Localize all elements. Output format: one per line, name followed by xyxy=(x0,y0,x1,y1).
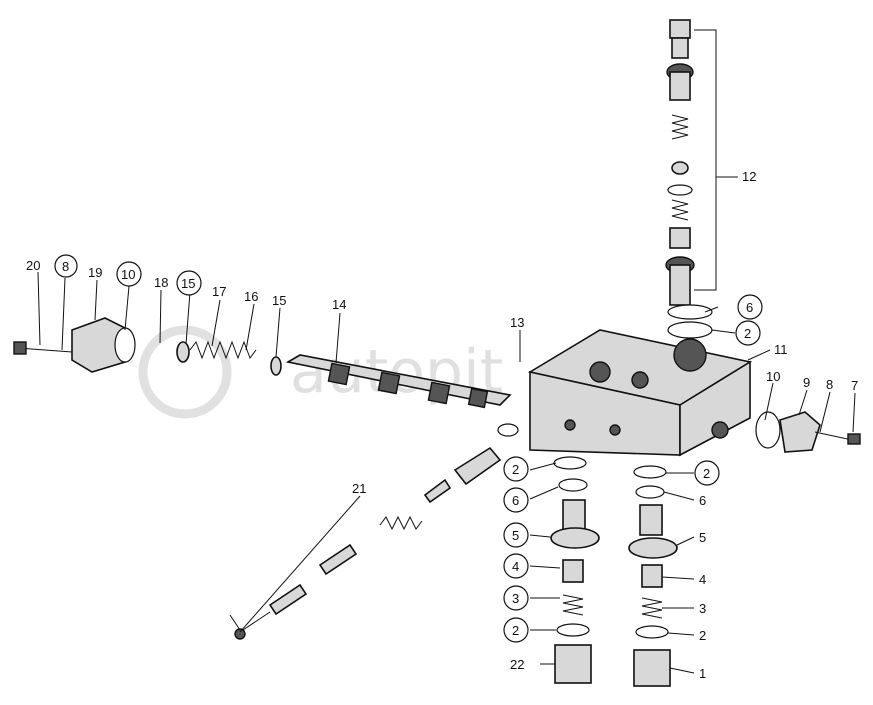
callout-4-circled-left: 4 xyxy=(503,553,529,579)
callout-14: 14 xyxy=(332,297,346,312)
callout-text: 13 xyxy=(510,315,524,330)
callout-5-circled-left: 5 xyxy=(503,522,529,548)
callout-text: 8 xyxy=(62,259,69,274)
callouts: 20 8 19 10 18 15 17 16 15 14 13 12 6 2 1… xyxy=(26,169,858,681)
callout-text: 4 xyxy=(512,559,519,574)
callout-text: 2 xyxy=(744,326,751,341)
callout-text: 3 xyxy=(512,591,519,606)
callout-8-circled: 8 xyxy=(54,254,78,278)
callout-15: 15 xyxy=(272,293,286,308)
callout-2-circled-left-b: 2 xyxy=(503,617,529,643)
callout-15-circled: 15 xyxy=(176,270,202,296)
callout-text: 1 xyxy=(699,666,706,681)
callout-2-circled-left-a: 2 xyxy=(503,456,529,482)
callout-text: 2 xyxy=(512,462,519,477)
callout-text: 9 xyxy=(803,375,810,390)
callout-text: 11 xyxy=(774,342,788,357)
callout-text: 2 xyxy=(703,466,710,481)
callout-text: 7 xyxy=(851,378,858,393)
vertical-stack-12 xyxy=(665,19,717,339)
callout-16: 16 xyxy=(244,289,258,304)
watermark: autopit xyxy=(138,325,503,419)
spring-17 xyxy=(176,340,282,376)
callout-text: 2 xyxy=(512,623,519,638)
leader-lines xyxy=(37,271,856,674)
callout-17: 17 xyxy=(212,284,226,299)
callout-text: 2 xyxy=(699,628,706,643)
callout-text: 15 xyxy=(181,276,195,291)
callout-text: 6 xyxy=(512,493,519,508)
callout-text: 6 xyxy=(699,493,706,508)
callout-19: 19 xyxy=(88,265,102,280)
callout-text: 22 xyxy=(510,657,524,672)
callout-text: 4 xyxy=(699,572,706,587)
callout-18: 18 xyxy=(154,275,168,290)
callout-text: 5 xyxy=(512,528,519,543)
callout-7: 7 xyxy=(851,378,858,393)
callout-12: 12 xyxy=(716,169,756,184)
callout-21: 21 xyxy=(352,481,366,496)
valve-body xyxy=(527,329,753,457)
callout-5-right: 5 xyxy=(699,530,706,545)
callout-text: 21 xyxy=(352,481,366,496)
callout-text: 16 xyxy=(244,289,258,304)
callout-text: 18 xyxy=(154,275,168,290)
callout-4-right: 4 xyxy=(699,572,706,587)
callout-text: 5 xyxy=(699,530,706,545)
callout-10-circled: 10 xyxy=(116,261,142,287)
callout-3-circled-left: 3 xyxy=(503,585,529,611)
callout-2-circled-right: 2 xyxy=(694,460,720,486)
bottom-right-stack xyxy=(628,465,678,687)
callout-text: 15 xyxy=(272,293,286,308)
callout-9: 9 xyxy=(803,375,810,390)
callout-2-right: 2 xyxy=(699,628,706,643)
diagonal-assembly-21 xyxy=(229,423,519,640)
callout-1-right: 1 xyxy=(699,666,706,681)
callout-text: 14 xyxy=(332,297,346,312)
callout-8: 8 xyxy=(826,377,833,392)
callout-text: 8 xyxy=(826,377,833,392)
callout-6-circled-top: 6 xyxy=(737,294,763,320)
callout-10: 10 xyxy=(766,369,780,384)
callout-text: 10 xyxy=(766,369,780,384)
callout-text: 17 xyxy=(212,284,226,299)
callout-3-right: 3 xyxy=(699,601,706,616)
cap-19 xyxy=(13,317,136,373)
end-cap-9 xyxy=(755,411,861,453)
callout-13: 13 xyxy=(510,315,524,330)
callout-6-circled-left: 6 xyxy=(503,487,529,513)
spool-14 xyxy=(285,354,512,409)
callout-text: 3 xyxy=(699,601,706,616)
callout-6-right: 6 xyxy=(699,493,706,508)
callout-text: 10 xyxy=(121,267,135,282)
callout-22: 22 xyxy=(510,657,524,672)
callout-text: 19 xyxy=(88,265,102,280)
callout-text: 6 xyxy=(746,300,753,315)
callout-11: 11 xyxy=(774,342,788,357)
callout-2-circled-top: 2 xyxy=(735,320,761,346)
bottom-left-stack xyxy=(550,456,600,684)
callout-text: 12 xyxy=(742,169,756,184)
callout-text: 20 xyxy=(26,258,40,273)
callout-20: 20 xyxy=(26,258,40,273)
